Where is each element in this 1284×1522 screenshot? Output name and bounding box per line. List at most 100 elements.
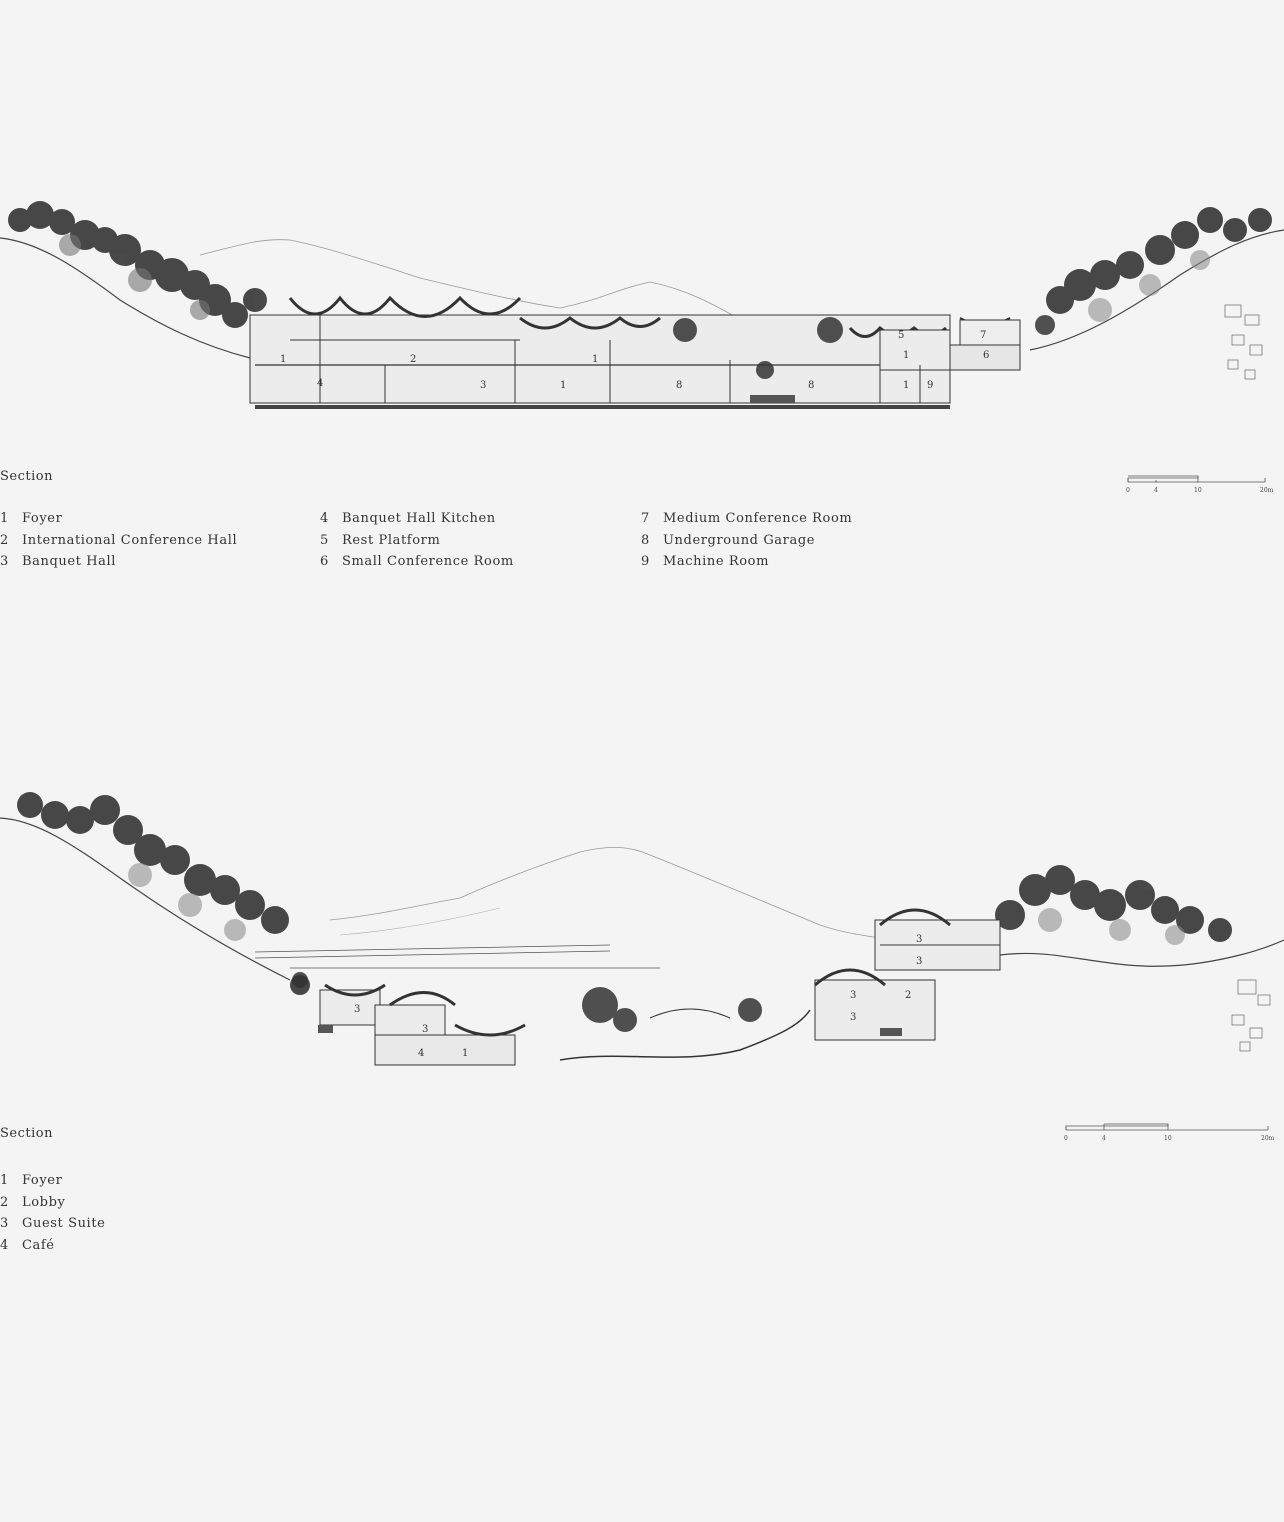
room-label: 3 (850, 1012, 856, 1023)
left-hillside (0, 817, 291, 981)
section-drawing-1: 2 3 4 1 1 1 8 8 1 9 1 5 6 7 (0, 201, 1284, 409)
legend-label: Underground Garage (663, 532, 816, 548)
legend-number: 8 (641, 532, 650, 548)
legend-item: 4 Banquet Hall Kitchen (320, 511, 514, 533)
courtyard-trees (292, 972, 762, 1032)
trees-right (995, 865, 1232, 942)
legend-item: 5 Rest Platform (320, 533, 514, 555)
legend-2: 1 Foyer 2 Lobby 3 Guest Suite 4 Café (0, 1173, 105, 1259)
scale-tick-label: 4 (1102, 1135, 1106, 1142)
room-label: 5 (898, 330, 904, 341)
distant-buildings (1224, 304, 1263, 380)
legend-item: 1 Foyer (0, 1173, 105, 1195)
courtyard-trees (673, 315, 1055, 379)
scale-bar-2: 0 4 10 20m (1064, 1123, 1275, 1142)
legend-item: 3 Guest Suite (0, 1216, 105, 1238)
legend-label: Lobby (22, 1194, 66, 1210)
legend-number: 2 (0, 532, 9, 548)
legend-number: 9 (641, 554, 650, 569)
room-label: 3 (916, 956, 922, 967)
scale-bar-1: 0 4 10 20m (1126, 475, 1274, 494)
room-label: 3 (916, 934, 922, 945)
legend-number: 4 (0, 1237, 9, 1253)
legend-1-col-3: 7 Medium Conference Room 8 Underground Gar… (641, 511, 852, 576)
room-label: 1 (462, 1048, 468, 1059)
room-label: 4 (418, 1048, 424, 1059)
scale-tick-label: 0 (1064, 1135, 1068, 1142)
scale-tick-label: 4 (1154, 487, 1158, 494)
legend-item: 7 Medium Conference Room (641, 511, 852, 533)
scale-tick-label: 0 (1126, 487, 1130, 494)
legend-item: 9 Machine Room (641, 554, 852, 576)
legend-number: 3 (0, 1216, 9, 1231)
legend-label: Banquet Hall (22, 554, 117, 569)
legend-item: 8 Underground Garage (641, 533, 852, 555)
legend-number: 6 (320, 554, 329, 569)
room-label: 3 (480, 380, 486, 391)
legend-item: 1 Foyer (0, 511, 237, 533)
legend-item: 3 Banquet Hall (0, 554, 237, 576)
canopy-roof (254, 944, 660, 969)
room-label: 9 (927, 380, 933, 391)
room-number-labels: 2 3 4 1 1 1 8 8 1 9 1 5 6 7 (280, 330, 989, 391)
legend-item: 2 Lobby (0, 1195, 105, 1217)
scale-tick-label: 10 (1164, 1135, 1172, 1142)
legend-label: Guest Suite (22, 1216, 106, 1231)
room-label: 1 (903, 380, 909, 391)
room-label: 8 (676, 380, 682, 391)
trees-right (1046, 207, 1272, 314)
legend-number: 7 (641, 511, 650, 526)
right-hillside (999, 939, 1284, 967)
trees-right-light (1088, 250, 1210, 322)
legend-item: 4 Café (0, 1238, 105, 1260)
legend-item: 6 Small Conference Room (320, 554, 514, 576)
section-drawing-2: 3 3 4 1 3 3 3 2 3 (0, 792, 1284, 1066)
room-label: 7 (980, 330, 986, 341)
trees-left (17, 792, 310, 995)
room-label: 1 (560, 380, 566, 391)
legend-number: 1 (0, 511, 9, 526)
legend-number: 2 (0, 1194, 9, 1210)
legend-label: International Conference Hall (22, 532, 238, 548)
mountain-outline (329, 847, 881, 939)
room-number-labels: 3 3 4 1 3 3 3 2 3 (354, 934, 922, 1059)
room-label: 3 (422, 1024, 428, 1035)
legend-number: 4 (320, 511, 329, 526)
legend-label: Medium Conference Room (663, 511, 853, 526)
building-section-1 (249, 295, 1021, 409)
legend-label: Small Conference Room (342, 554, 514, 569)
room-label: 8 (808, 380, 814, 391)
scale-tick-label: 20m (1260, 487, 1274, 494)
right-hillside (1029, 229, 1284, 351)
legend-label: Banquet Hall Kitchen (342, 511, 496, 526)
trees-left-light (128, 863, 246, 941)
room-label: 2 (410, 354, 416, 365)
room-label: 6 (983, 350, 989, 361)
trees-left (8, 201, 267, 328)
legend-number: 5 (320, 532, 329, 548)
left-hillside (0, 237, 251, 359)
building-section-2 (318, 908, 1001, 1066)
scale-tick-label: 20m (1261, 1135, 1275, 1142)
trees-left-light (59, 234, 210, 320)
scale-tick-label: 10 (1194, 487, 1202, 494)
room-label: 3 (354, 1004, 360, 1015)
legend-number: 3 (0, 554, 9, 569)
legend-label: Foyer (22, 511, 63, 526)
legend-label: Café (22, 1237, 55, 1253)
mountain-outline-inner (339, 907, 501, 936)
room-label: 3 (850, 990, 856, 1001)
legend-1-col-2: 4 Banquet Hall Kitchen 5 Rest Platform 6 Sm… (320, 511, 514, 576)
room-label: 2 (905, 990, 911, 1001)
room-label: 1 (903, 350, 909, 361)
section-1-title: Section (0, 469, 53, 484)
distant-buildings (1231, 979, 1271, 1052)
room-label: 1 (280, 354, 286, 365)
legend-label: Foyer (22, 1173, 63, 1188)
room-label: 1 (592, 354, 598, 365)
room-label: 4 (317, 378, 323, 389)
legend-label: Rest Platform (342, 532, 441, 548)
legend-label: Machine Room (663, 554, 770, 569)
legend-number: 1 (0, 1173, 9, 1188)
